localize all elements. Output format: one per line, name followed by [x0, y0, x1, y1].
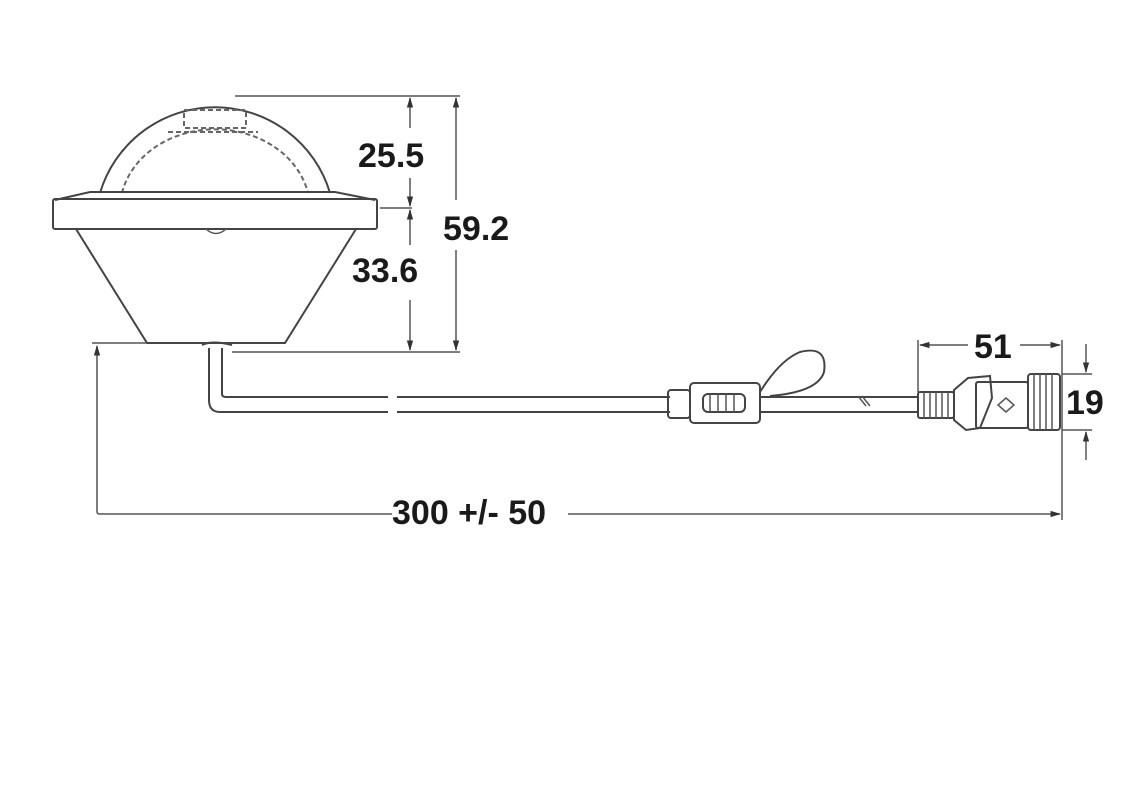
cable-length-dimension: 300 +/- 50 [92, 342, 1062, 532]
dim-connector-diameter: 19 [1066, 384, 1104, 422]
dim-cable-length: 300 +/- 50 [392, 494, 546, 532]
inline-holder [667, 349, 918, 424]
dome-light [52, 106, 378, 344]
dim-connector-length: 51 [974, 328, 1012, 366]
connector [917, 373, 1061, 432]
height-dimensions: 25.5 33.6 59.2 [232, 95, 509, 353]
dim-total-height: 59.2 [443, 210, 509, 248]
connector-dimensions: 51 19 [917, 328, 1104, 520]
cable [201, 341, 670, 413]
dim-body-height: 33.6 [352, 252, 418, 290]
dim-dome-height: 25.5 [358, 137, 424, 175]
